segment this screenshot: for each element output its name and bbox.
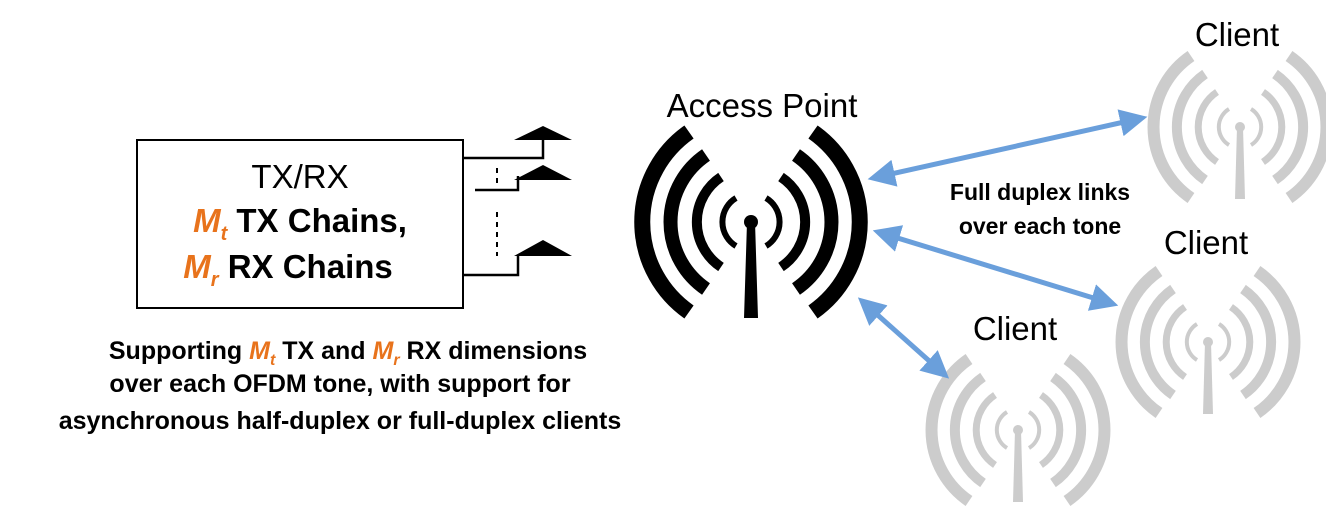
antenna-icons xyxy=(514,126,572,256)
antenna-feed-2 xyxy=(475,176,520,192)
caption-text-1: Supporting xyxy=(109,337,249,365)
access-point-tower-icon xyxy=(642,132,860,318)
antenna-icon xyxy=(514,165,572,180)
caption-tx-subscript: t xyxy=(270,352,276,369)
tx-subscript: t xyxy=(221,223,229,245)
caption-line-1: Supporting Mt TX and Mr RX dimensions xyxy=(109,337,587,369)
antenna-feed-1 xyxy=(463,138,545,160)
tx-symbol: M xyxy=(193,202,222,239)
link-arrow-client-1 xyxy=(867,109,1148,187)
rx-chains-label: Mr RX Chains xyxy=(183,248,393,291)
caption-text-2: TX and xyxy=(275,337,372,365)
client-tower-icon-1 xyxy=(1154,56,1326,199)
client-label-2: Client xyxy=(1164,224,1248,261)
antenna-feed-3 xyxy=(463,255,520,277)
access-point-label: Access Point xyxy=(667,87,858,124)
rx-chains-text: RX Chains xyxy=(219,248,393,285)
client-tower-icon-2 xyxy=(1122,271,1295,414)
client-tower-icon-3 xyxy=(932,359,1105,502)
client-label-1: Client xyxy=(1195,16,1279,53)
antenna-array xyxy=(463,138,545,277)
rx-symbol: M xyxy=(183,248,212,285)
tx-chains-label: Mt TX Chains, xyxy=(193,202,407,245)
txrx-title: TX/RX xyxy=(251,158,348,195)
client-label-3: Client xyxy=(973,310,1057,347)
caption-text-3: RX dimensions xyxy=(400,337,588,365)
antenna-icon xyxy=(514,240,572,256)
link-arrow-client-2 xyxy=(872,225,1119,311)
caption-rx-symbol: M xyxy=(373,337,395,365)
links-label-line-1: Full duplex links xyxy=(950,179,1130,205)
link-arrow-client-3 xyxy=(857,297,950,379)
caption-rx-subscript: r xyxy=(393,352,400,369)
duplex-links xyxy=(857,109,1148,379)
txrx-box xyxy=(136,139,464,309)
caption-tx-symbol: M xyxy=(249,337,271,365)
antenna-icon xyxy=(514,126,572,140)
tx-chains-text: TX Chains, xyxy=(227,202,407,239)
caption-line-2: over each OFDM tone, with support for xyxy=(109,370,570,398)
rx-subscript: r xyxy=(211,269,220,291)
links-label-line-2: over each tone xyxy=(959,213,1121,239)
caption-line-3: asynchronous half-duplex or full-duplex … xyxy=(59,407,622,435)
